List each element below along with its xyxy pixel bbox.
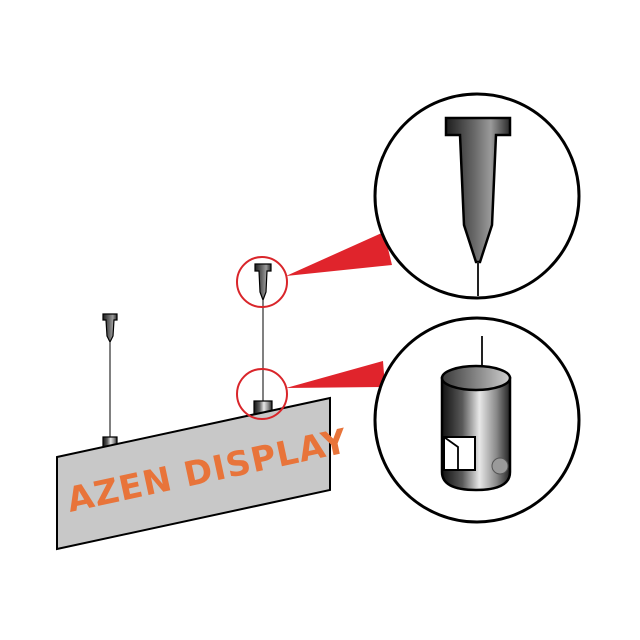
sign-panel: AZEN DISPLAY bbox=[56, 396, 352, 551]
sign-board bbox=[56, 396, 331, 551]
clip-slot bbox=[443, 436, 476, 471]
right-gripper-icon bbox=[254, 263, 272, 302]
right-hanger bbox=[253, 263, 273, 424]
cable-gripper-icon bbox=[444, 116, 512, 264]
set-screw-icon bbox=[491, 457, 509, 475]
top-callout-beam bbox=[286, 232, 392, 276]
sign-clip-icon bbox=[440, 364, 512, 492]
left-hanger bbox=[102, 313, 118, 456]
bottom-callout-beam bbox=[286, 361, 385, 388]
left-gripper-icon bbox=[102, 313, 118, 344]
bottom-clip-detail bbox=[373, 316, 581, 524]
top-hanger-highlight bbox=[236, 256, 288, 308]
bottom-clip-highlight bbox=[236, 368, 288, 420]
top-hanger-detail bbox=[373, 92, 581, 300]
